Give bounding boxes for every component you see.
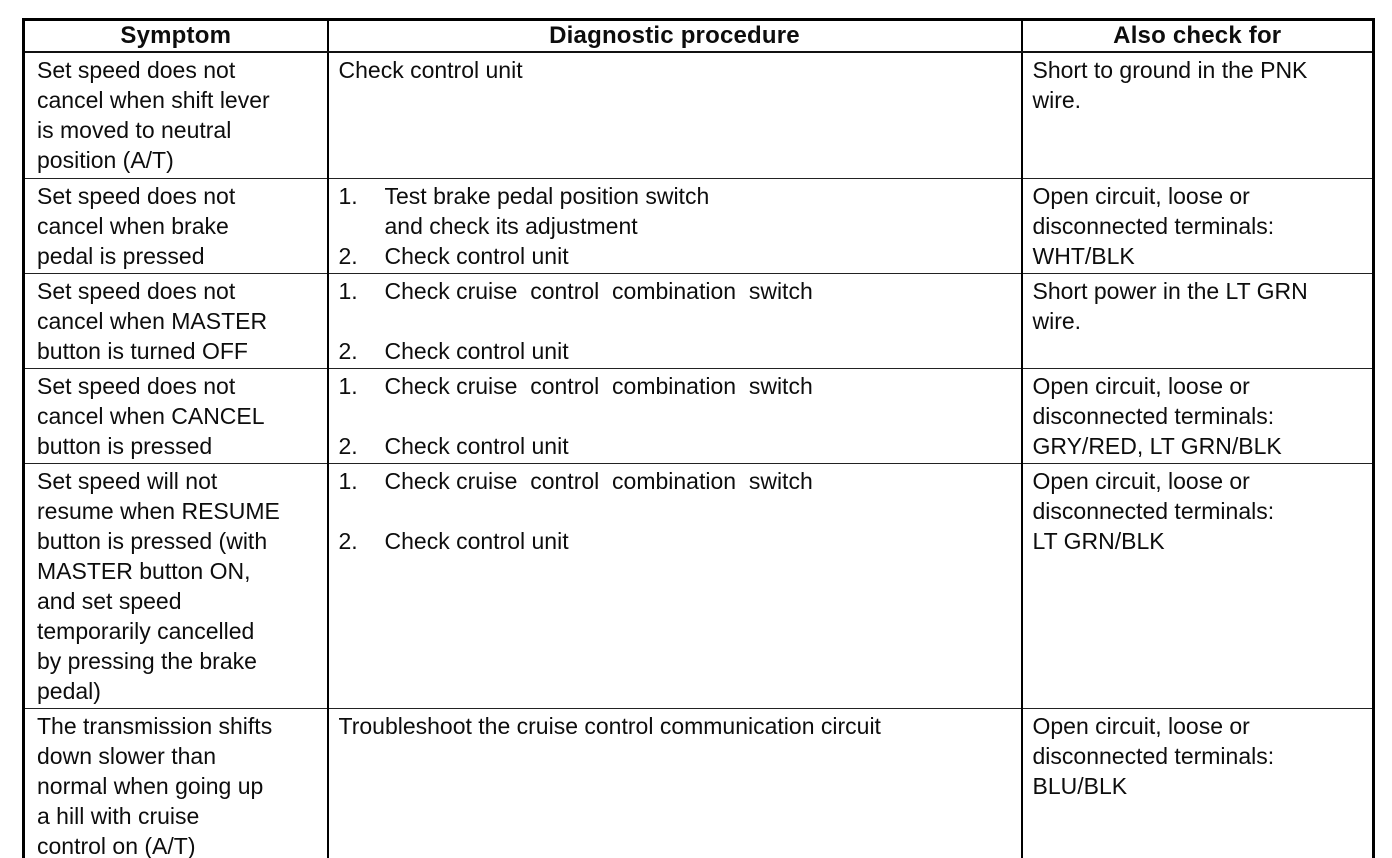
procedure-step-number: [339, 211, 385, 241]
procedure-step-text: Test brake pedal position switch: [384, 182, 710, 209]
table-row: Set speed will not resume when RESUME bu…: [22, 462, 1375, 709]
procedure-line: Check control unit: [339, 55, 1015, 85]
procedure-step-number: 2.: [338, 527, 358, 554]
procedure-step-number: 2.: [338, 337, 358, 364]
table-row: Set speed does not cancel when MASTER bu…: [22, 272, 1375, 369]
also-check-cell: Open circuit, loose or disconnected term…: [1020, 462, 1375, 709]
symptom-cell: Set speed does not cancel when shift lev…: [22, 51, 329, 179]
procedure-step-number: 2.: [338, 432, 358, 459]
symptom-cell: The transmission shifts down slower than…: [22, 707, 329, 858]
procedure-step-text: Check control unit: [384, 432, 569, 459]
procedure-line: [339, 496, 1015, 526]
table-body: Set speed does not cancel when shift lev…: [22, 51, 1375, 858]
symptom-cell: Set speed does not cancel when CANCEL bu…: [22, 367, 329, 464]
table-row: Set speed does not cancel when CANCEL bu…: [22, 367, 1375, 464]
procedure-line: 2. Check control unit: [339, 526, 1015, 556]
procedure-step-text: and check its adjustment: [384, 212, 638, 239]
also-check-cell: Open circuit, loose or disconnected term…: [1020, 177, 1375, 274]
also-check-cell: Short to ground in the PNK wire.: [1020, 51, 1375, 179]
symptom-cell: Set speed does not cancel when brake ped…: [22, 177, 329, 274]
procedure-line: 2. Check control unit: [339, 431, 1015, 461]
procedure-line: [339, 306, 1015, 336]
procedure-cell: Troubleshoot the cruise control communic…: [326, 707, 1023, 858]
column-header-symptom: Symptom: [22, 19, 329, 53]
procedure-line: and check its adjustment: [339, 211, 1015, 241]
symptom-cell: Set speed will not resume when RESUME bu…: [22, 462, 329, 709]
procedure-line: 1. Test brake pedal position switch: [339, 181, 1015, 211]
procedure-step-text: Check cruise control combination switch: [384, 467, 813, 494]
procedure-step-number: 2.: [338, 242, 358, 269]
procedure-cell: 1. Test brake pedal position switch and ch…: [326, 177, 1023, 274]
procedure-step-text: Troubleshoot the cruise control communic…: [338, 712, 881, 739]
also-check-cell: Short power in the LT GRN wire.: [1020, 272, 1375, 369]
table-row: Set speed does not cancel when brake ped…: [22, 177, 1375, 274]
procedure-cell: Check control unit: [326, 51, 1023, 179]
also-check-cell: Open circuit, loose or disconnected term…: [1020, 707, 1375, 858]
procedure-step-text: Check control unit: [384, 242, 569, 269]
procedure-line: 1. Check cruise control combination switc…: [339, 371, 1015, 401]
procedure-line: 2. Check control unit: [339, 241, 1015, 271]
table-row: Set speed does not cancel when shift lev…: [22, 51, 1375, 179]
procedure-line: 1. Check cruise control combination switc…: [339, 276, 1015, 306]
procedure-step-number: 1.: [338, 372, 358, 399]
procedure-step-text: Check cruise control combination switch: [384, 277, 813, 304]
procedure-step-text: Check control unit: [338, 57, 523, 83]
table-header-row: Symptom Diagnostic procedure Also check …: [22, 19, 1375, 53]
procedure-step-text: Check control unit: [384, 337, 569, 364]
procedure-line: 2. Check control unit: [339, 336, 1015, 366]
procedure-cell: 1. Check cruise control combination switc…: [326, 462, 1023, 709]
also-check-cell: Open circuit, loose or disconnected term…: [1020, 367, 1375, 464]
procedure-line: 1. Check cruise control combination switc…: [339, 466, 1015, 496]
procedure-step-number: 1.: [338, 277, 358, 304]
procedure-step-number: 1.: [338, 467, 358, 494]
column-header-diagnostic-procedure: Diagnostic procedure: [326, 19, 1023, 53]
procedure-step-text: Check control unit: [384, 527, 569, 554]
procedure-step-number: 1.: [338, 182, 358, 209]
procedure-cell: 1. Check cruise control combination switc…: [326, 367, 1023, 464]
procedure-line: Troubleshoot the cruise control communic…: [339, 711, 1015, 741]
table-row: The transmission shifts down slower than…: [22, 707, 1375, 858]
symptom-cell: Set speed does not cancel when MASTER bu…: [22, 272, 329, 369]
procedure-step-text: Check cruise control combination switch: [384, 372, 813, 399]
column-header-also-check-for: Also check for: [1020, 19, 1375, 53]
procedure-cell: 1. Check cruise control combination switc…: [326, 272, 1023, 369]
procedure-line: [339, 401, 1015, 431]
diagnostic-table: Symptom Diagnostic procedure Also check …: [22, 18, 1375, 858]
